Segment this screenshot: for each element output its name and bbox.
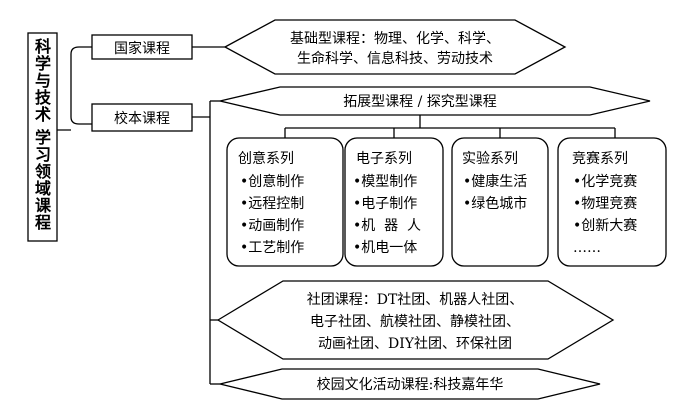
series-item: …… [573, 240, 601, 256]
series-item: •创意制作 [240, 173, 304, 190]
club-course-line3: 动画社团、DIY社团、环保社团 [318, 336, 512, 352]
series-card-box [226, 137, 344, 267]
series-item: •电子制作 [353, 196, 417, 212]
series-item: •健康生活 [463, 173, 527, 190]
club-course-line1: 社团课程：DT社团、机器人社团、 [307, 292, 524, 308]
series-item: •创新大赛 [573, 218, 637, 234]
club-course-line2: 电子社团、航模社团、静模社团、 [310, 314, 520, 330]
series-title: 电子系列 [356, 151, 412, 167]
series-item: •物理竞赛 [573, 195, 637, 212]
root-node: 科 学 与 技 术 学 习 领 域 课 程 [27, 32, 58, 242]
series-item: •远程控制 [240, 196, 304, 212]
basic-course-line1: 基础型课程：物理、化学、科学、 [290, 30, 500, 47]
root-char: 领 [35, 162, 51, 181]
extended-course-label: 拓展型课程 / 探究型课程 [343, 94, 497, 110]
club-course-hexagon [216, 280, 615, 360]
root-box [27, 32, 58, 242]
root-char: 域 [35, 179, 51, 198]
root-char: 学 [35, 128, 51, 147]
series-card-box [451, 137, 549, 267]
root-brace [57, 46, 92, 131]
school-curriculum-box [91, 103, 193, 132]
root-char: 学 [35, 54, 51, 73]
basic-course-line2: 生命科学、信息科技、劳动技术 [297, 50, 493, 67]
series-card-creative: 创意系列 •创意制作 •远程控制 •动画制作 •工艺制作 [226, 137, 344, 267]
root-char: 习 [35, 145, 51, 164]
series-card-experiments: 实验系列 •健康生活 •绿色城市 [451, 137, 549, 267]
series-item: •动画制作 [240, 218, 304, 234]
series-card-box [344, 137, 444, 267]
series-card-electronics: 电子系列 •模型制作 •电子制作 •机 器 人 •机电一体 [344, 137, 444, 267]
series-item: •模型制作 [353, 174, 417, 190]
basic-course-hexagon [223, 19, 567, 75]
series-item: •绿色城市 [463, 195, 527, 212]
series-card-competitions: 竞赛系列 •化学竞赛 •物理竞赛 •创新大赛 …… [557, 137, 667, 267]
series-item: •工艺制作 [240, 240, 304, 256]
series-card-box [557, 137, 667, 267]
series-item: •机电一体 [353, 240, 417, 256]
root-char: 术 [34, 105, 51, 124]
root-char: 技 [35, 88, 52, 107]
series-item: •机 器 人 [353, 218, 421, 234]
extended-course-hexagon [219, 86, 651, 116]
series-title: 竞赛系列 [572, 150, 628, 167]
root-char: 课 [35, 196, 52, 215]
series-item: •化学竞赛 [573, 173, 637, 190]
series-title: 实验系列 [462, 151, 518, 167]
root-char: 与 [35, 71, 51, 90]
root-char: 科 [35, 37, 51, 56]
campus-course-label: 校园文化活动课程:科技嘉年华 [317, 376, 504, 393]
national-curriculum-label: 国家课程 [114, 40, 170, 57]
campus-course-hexagon [219, 368, 601, 400]
series-title: 创意系列 [238, 150, 294, 167]
root-char: 程 [35, 213, 51, 232]
school-curriculum-label: 校本课程 [114, 110, 170, 127]
